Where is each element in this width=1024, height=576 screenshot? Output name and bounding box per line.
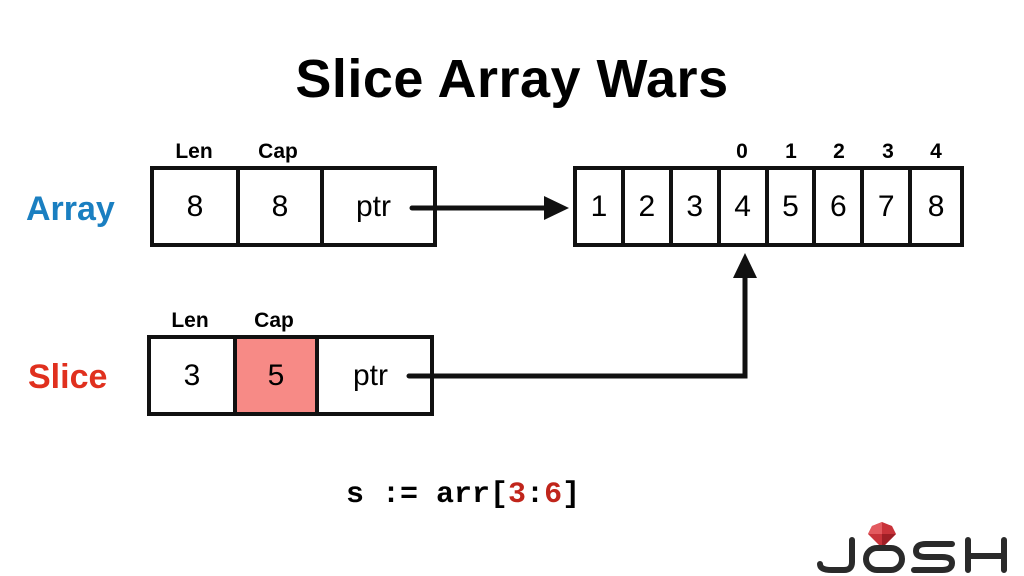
slice-ptr-label: ptr	[353, 358, 389, 392]
josh-logo	[817, 522, 1007, 573]
array-element: 2	[625, 170, 673, 243]
array-element: 7	[864, 170, 913, 243]
array-element: 1	[577, 170, 625, 243]
array-ptr-cell: ptr	[324, 170, 433, 243]
code-high: 6	[544, 478, 563, 512]
array-element: 3	[673, 170, 721, 243]
array-element: 8	[927, 189, 945, 223]
slice-cap-cell: 5	[237, 339, 319, 412]
logo-gem-icon	[868, 522, 896, 548]
array-cap-header: Cap	[258, 140, 298, 163]
array-label: Array	[26, 190, 115, 228]
array-element: 5	[769, 170, 817, 243]
code-prefix: s := arr[	[346, 478, 509, 512]
array-element: 6	[816, 170, 865, 243]
logo-wordmark	[817, 537, 1007, 573]
slice-label: Slice	[28, 358, 108, 396]
code-sep: :	[526, 478, 545, 512]
array-len-header: Len	[175, 140, 213, 163]
array-pointer-arrow	[409, 196, 569, 220]
code-low: 3	[508, 478, 527, 512]
index-2: 2	[833, 140, 845, 163]
array-ptr-label: ptr	[356, 189, 392, 223]
slice-header-box: 3 5 ptr	[147, 335, 434, 416]
slice-cap-header: Cap	[254, 309, 294, 332]
code-expression: s := arr[3:6]	[346, 478, 580, 512]
code-suffix: ]	[562, 478, 581, 512]
page-title: Slice Array Wars	[295, 49, 729, 109]
array-element: 4	[721, 170, 769, 243]
array-cap-cell: 8	[240, 170, 324, 243]
slice-len-header: Len	[171, 309, 209, 332]
index-1: 1	[785, 140, 797, 163]
slice-len-cell: 3	[151, 339, 237, 412]
backing-array: 1 2 3 4 5 6 7 8	[573, 166, 964, 247]
index-3: 3	[882, 140, 894, 163]
index-4: 4	[930, 140, 942, 163]
slice-ptr-cell: ptr	[319, 339, 430, 412]
slice-pointer-arrow	[406, 253, 757, 379]
index-0: 0	[736, 140, 748, 163]
array-len-cell: 8	[154, 170, 240, 243]
